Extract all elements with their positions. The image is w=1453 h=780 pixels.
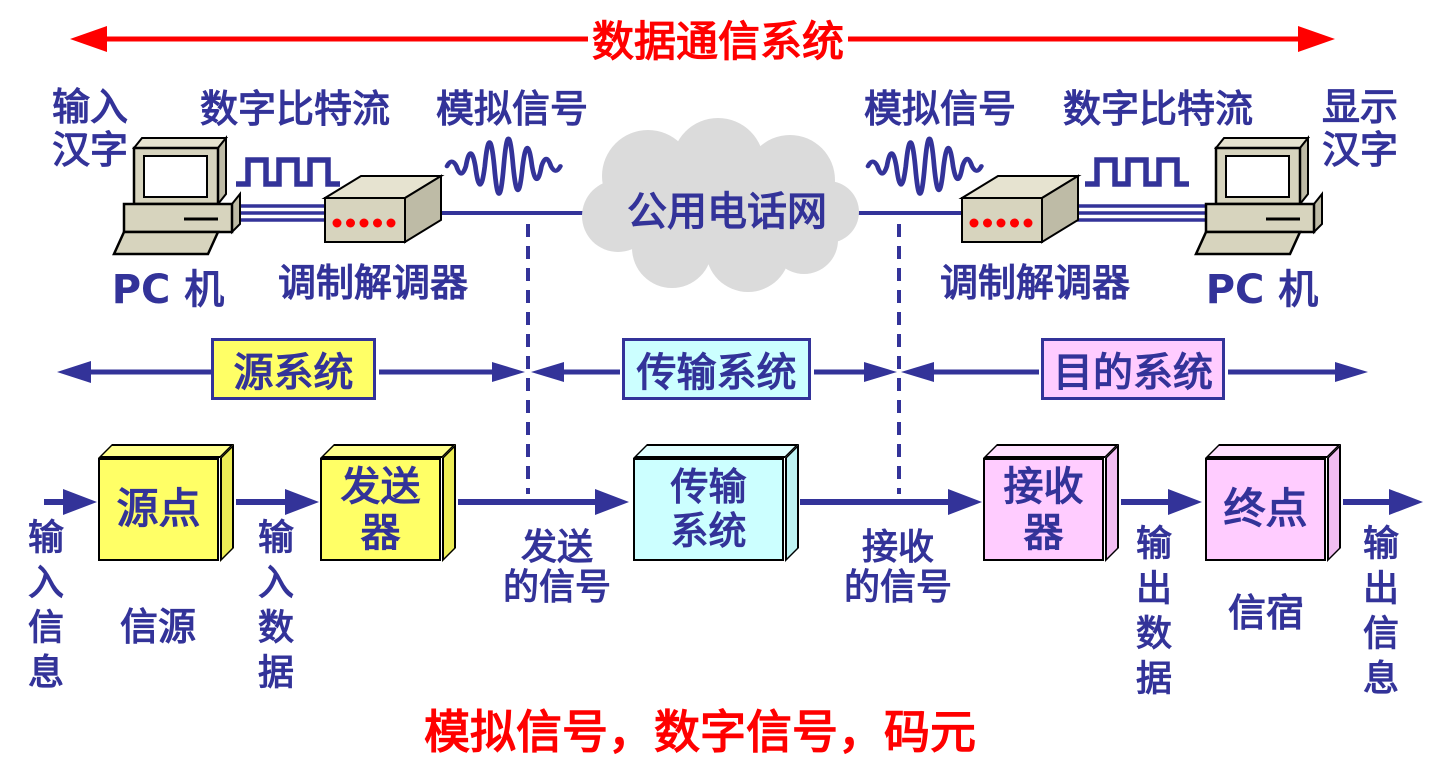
label-sink: 信宿: [1227, 591, 1305, 635]
box-source-point: 源点: [98, 458, 219, 561]
label-source: 信源: [119, 605, 197, 649]
label-pc-right: PC 机: [1205, 267, 1319, 313]
box-end-point-label: 终点: [1223, 484, 1308, 534]
pc-left-icon: [112, 136, 242, 256]
label-pc-left: PC 机: [111, 267, 225, 313]
digital-signal-wave-icon-right: [1085, 160, 1189, 184]
label-input-hanzi: 输入 汉字: [51, 85, 129, 172]
label-analog-signal-left: 模拟信号: [435, 87, 589, 131]
analog-signal-wave-icon-left: [447, 139, 560, 194]
band-destination-system: 目的系统: [1041, 338, 1225, 400]
box-transmitter: 发送器: [320, 458, 441, 561]
modem-left-icon: [324, 175, 442, 243]
analog-signal-wave-icon-right: [868, 139, 981, 194]
label-telephone-network: 公用电话网: [627, 189, 827, 235]
label-input-info: 输入信息: [22, 518, 63, 698]
box-transmission-system: 传输 系统: [633, 458, 784, 561]
label-modem-right: 调制解调器: [939, 261, 1131, 305]
label-modem-left: 调制解调器: [277, 261, 469, 305]
digital-signal-wave-icon-left: [236, 160, 340, 184]
label-received-signal: 接收 的信号: [843, 527, 953, 609]
band-destination-system-label: 目的系统: [1053, 350, 1213, 396]
pc-modem-cable-right: [1074, 204, 1207, 222]
pc-right-icon: [1194, 136, 1324, 256]
label-digital-bitstream-left: 数字比特流: [199, 87, 391, 131]
label-sent-signal: 发送 的信号: [502, 527, 612, 609]
flow-arrows: [44, 489, 1423, 515]
label-output-info: 输出信息: [1357, 524, 1398, 704]
box-receiver-label: 接收器: [1003, 463, 1084, 556]
box-transmitter-label: 发送器: [340, 463, 421, 556]
box-receiver: 接收器: [983, 458, 1104, 561]
label-input-data: 输入数据: [252, 518, 293, 698]
box-end-point: 终点: [1205, 458, 1326, 561]
signal-types-note: 模拟信号，数字信号，码元: [424, 705, 976, 759]
system-band-arrows: [57, 361, 1368, 383]
band-source-system-label: 源系统: [233, 350, 354, 396]
modem-right-icon: [961, 175, 1079, 243]
telephone-network-cloud: [582, 118, 859, 292]
label-output-data: 输出数据: [1130, 524, 1171, 704]
band-source-system: 源系统: [211, 338, 376, 400]
band-transmission-system-label: 传输系统: [636, 350, 797, 396]
pc-modem-cable-left: [228, 204, 330, 222]
label-digital-bitstream-right: 数字比特流: [1062, 87, 1254, 131]
box-source-point-label: 源点: [116, 484, 201, 534]
box-transmission-system-label: 传输 系统: [670, 464, 747, 553]
diagram-title: 数据通信系统: [588, 10, 848, 67]
band-transmission-system: 传输系统: [622, 338, 811, 400]
label-display-hanzi: 显示 汉字: [1321, 85, 1399, 172]
label-analog-signal-right: 模拟信号: [863, 87, 1017, 131]
